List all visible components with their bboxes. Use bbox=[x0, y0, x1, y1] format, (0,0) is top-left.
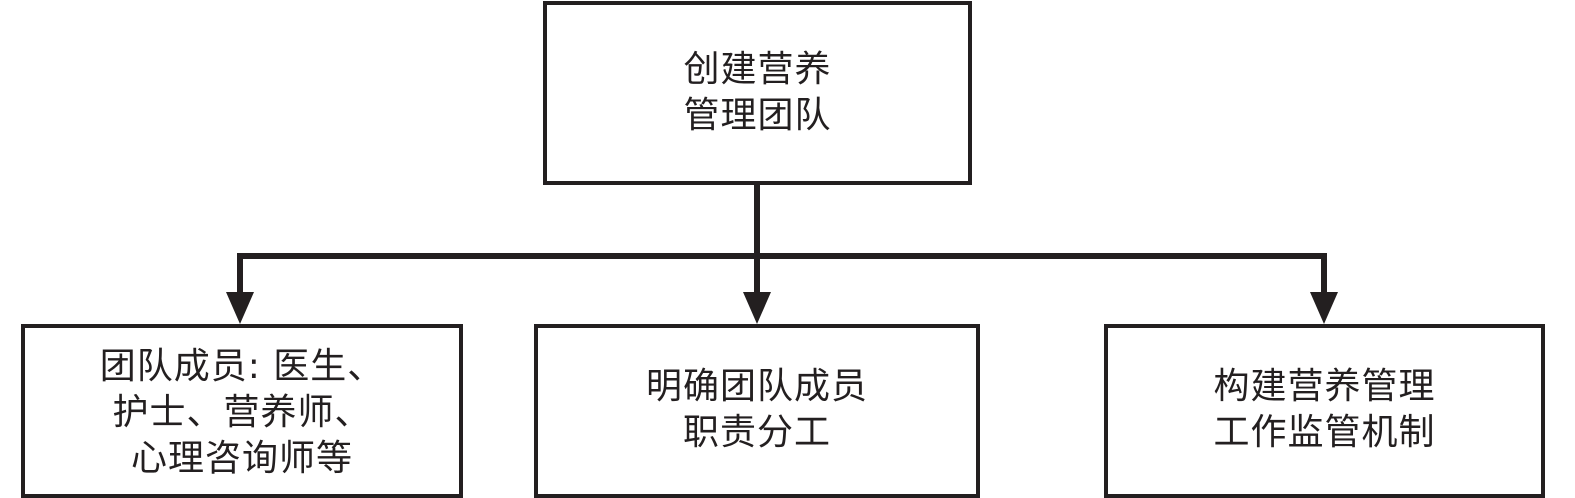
arrowhead-duties bbox=[743, 292, 771, 324]
child-node-line: 构建营养管理 bbox=[1213, 366, 1436, 407]
child-node-define-duties: 明确团队成员 职责分工 bbox=[534, 324, 980, 498]
child-node-line: 团队成员: 医生、 bbox=[99, 346, 385, 387]
root-node-line: 创建营养 bbox=[683, 49, 832, 90]
child-node-team-members: 团队成员: 医生、 护士、营养师、 心理咨询师等 bbox=[21, 324, 463, 498]
arrowhead-mechanism bbox=[1310, 292, 1338, 324]
child-node-line: 护士、营养师、 bbox=[112, 392, 372, 433]
child-node-supervision-mechanism: 构建营养管理 工作监管机制 bbox=[1104, 324, 1545, 498]
child-node-line: 工作监管机制 bbox=[1213, 412, 1436, 453]
child-node-line: 明确团队成员 bbox=[645, 366, 868, 407]
child-node-line: 心理咨询师等 bbox=[130, 438, 353, 479]
arrowhead-members bbox=[226, 292, 254, 324]
root-node-create-team: 创建营养 管理团队 bbox=[543, 1, 972, 185]
root-node-line: 管理团队 bbox=[683, 95, 832, 136]
child-node-line: 职责分工 bbox=[682, 412, 831, 453]
